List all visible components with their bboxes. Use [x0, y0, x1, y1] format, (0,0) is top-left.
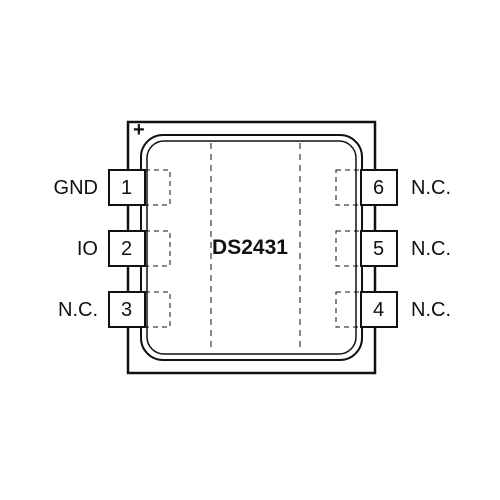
pin-1-name: GND — [53, 177, 98, 199]
pin-2-name: IO — [76, 238, 98, 260]
pin1-marker: + — [133, 119, 145, 141]
pin-3-lead — [108, 291, 146, 328]
part-number-label: DS2431 — [212, 236, 288, 259]
pin-6-pad-dashed — [335, 169, 362, 206]
pin-2-number: 2 — [120, 238, 133, 260]
pin-4-pad-dashed — [335, 291, 362, 328]
pin-6-lead — [360, 169, 398, 206]
pin-6-name: N.C. — [411, 177, 451, 199]
pin-5-pad-dashed — [335, 230, 362, 267]
pin-4-name: N.C. — [411, 299, 451, 321]
pin-2-pad-dashed — [144, 230, 171, 267]
pin-3-number: 3 — [120, 299, 133, 321]
package-body — [126, 120, 377, 375]
pin-6-number: 6 — [372, 177, 385, 199]
pin-3-name: N.C. — [58, 299, 98, 321]
pin-1-pad-dashed — [144, 169, 171, 206]
pin-4-number: 4 — [372, 299, 385, 321]
pin-3-pad-dashed — [144, 291, 171, 328]
pin-5-number: 5 — [372, 238, 385, 260]
die-pad-inner — [146, 140, 357, 355]
pin-4-lead — [360, 291, 398, 328]
pin-5-name: N.C. — [411, 238, 451, 260]
pin-1-lead — [108, 169, 146, 206]
pin-2-lead — [108, 230, 146, 267]
pin-1-number: 1 — [120, 177, 133, 199]
pin-5-lead — [360, 230, 398, 267]
